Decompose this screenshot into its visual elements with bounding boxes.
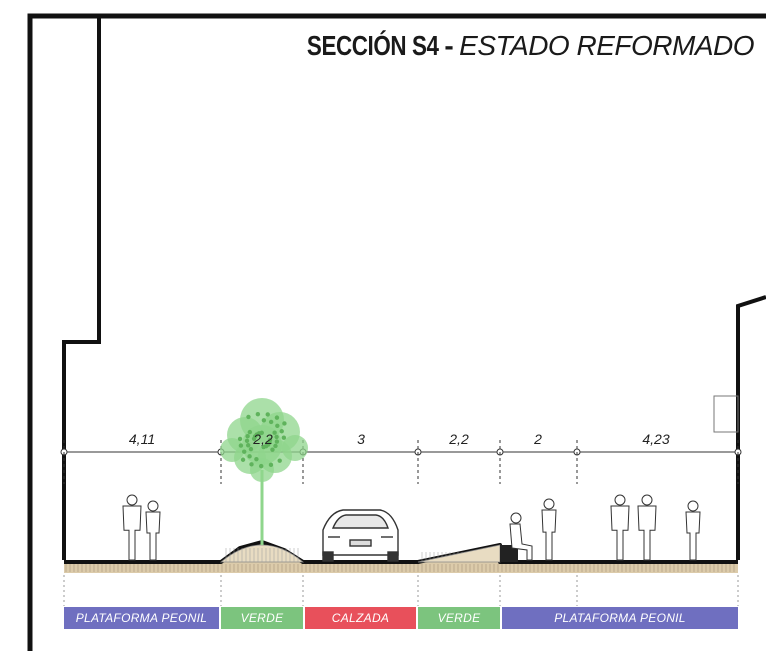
ground-strip [64, 562, 738, 573]
title-separator: - [444, 30, 454, 61]
bench [500, 545, 518, 562]
dimension-label: 2 [534, 431, 542, 447]
car [322, 509, 399, 562]
left-building-outline [62, 16, 101, 560]
zone-calzada: CALZADA [305, 607, 416, 629]
dimension-label: 3 [357, 431, 365, 447]
planter-wedge-right [417, 544, 501, 563]
dimension-ticks [60, 440, 742, 484]
section-title: SECCIÓN S4-ESTADO REFORMADO [274, 30, 755, 62]
zone-separators [63, 575, 739, 606]
dimension-label: 2,2 [253, 431, 273, 447]
dimension-label: 4,11 [128, 431, 156, 447]
zone-verde-left: VERDE [221, 607, 303, 629]
ground-profile [64, 540, 738, 564]
zone-plataforma-peonil-right: PLATAFORMA PEONIL [502, 607, 738, 629]
zone-verde-right: VERDE [418, 607, 500, 629]
frame-border [27, 13, 766, 651]
tree [220, 398, 308, 545]
title-sub: ESTADO REFORMADO [459, 30, 754, 61]
right-building-window [713, 395, 739, 433]
title-main: SECCIÓN S4 [306, 30, 439, 61]
right-building-outline [736, 295, 766, 560]
zone-plataforma-peonil-left: PLATAFORMA PEONIL [64, 607, 219, 629]
dimension-label: 4,23 [642, 431, 670, 447]
ground-hatch [65, 564, 735, 572]
pedestrians [122, 494, 701, 561]
dimension-label: 2,2 [449, 431, 469, 447]
